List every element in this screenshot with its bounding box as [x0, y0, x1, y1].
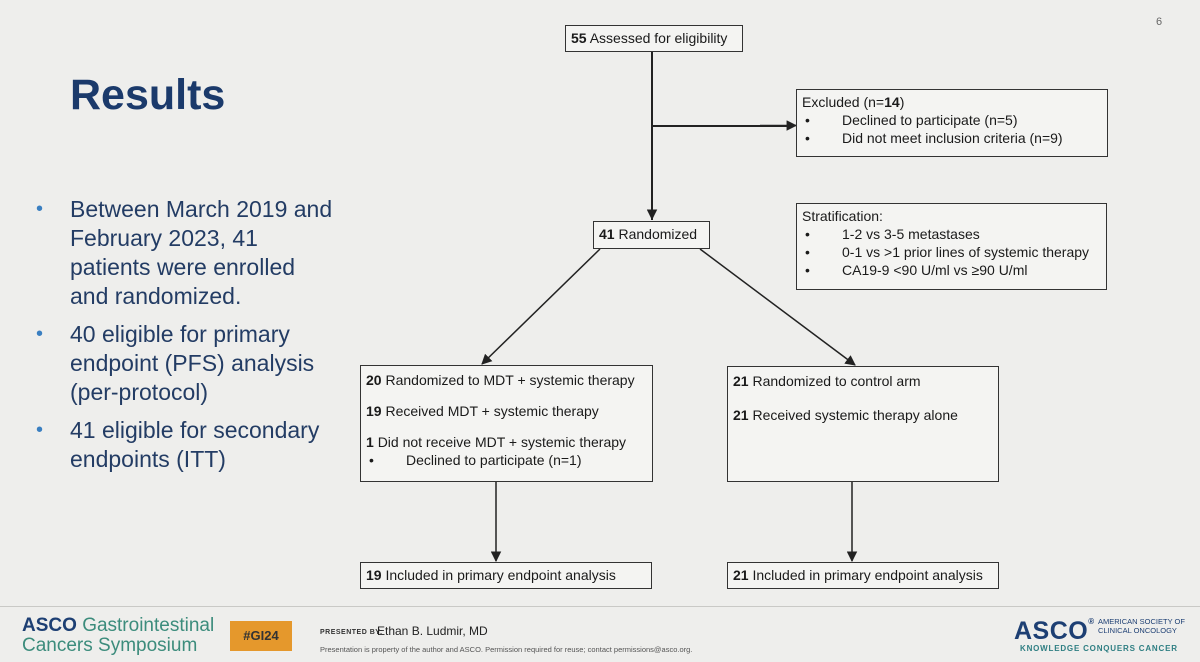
assessed-box: 55 Assessed for eligibility — [565, 25, 743, 52]
slide-number: 6 — [1156, 16, 1163, 28]
excluded-heading: Excluded (n=14) — [802, 94, 905, 110]
mdt-randomized-line: 20 Randomized to MDT + systemic therapy — [366, 372, 635, 388]
connector-line — [651, 125, 791, 127]
stratification-item: •0-1 vs >1 prior lines of systemic thera… — [805, 244, 1090, 260]
bullet-item: •40 eligible for primary endpoint (PFS) … — [36, 321, 315, 405]
excluded-item: •Declined to participate (n=5) — [805, 112, 1018, 128]
slide-title: Results — [70, 71, 226, 119]
bullet-icon: • — [36, 198, 44, 220]
asco-tagline: KNOWLEDGE CONQUERS CANCER — [1020, 644, 1178, 653]
footer-divider — [0, 606, 1200, 607]
bullet-icon: • — [36, 419, 44, 441]
bullet-item: •Between March 2019 and February 2023, 4… — [36, 196, 333, 309]
control-randomized-line: 21 Randomized to control arm — [733, 373, 921, 389]
randomized-box: 41 Randomized — [593, 221, 710, 249]
stratification-heading: Stratification: — [802, 208, 883, 224]
control-received-line: 21 Received systemic therapy alone — [733, 407, 958, 423]
presented-by-label: PRESENTED BY: — [320, 629, 383, 636]
stratification-item: •1-2 vs 3-5 metastases — [805, 226, 980, 242]
stratification-box: Stratification: •1-2 vs 3-5 metastases •… — [796, 203, 1107, 290]
presenter-name: Ethan B. Ludmir, MD — [377, 624, 488, 638]
mdt-analysis-box: 19 Included in primary endpoint analysis — [360, 562, 652, 589]
hashtag-badge: #GI24 — [230, 621, 292, 651]
bullet-item: •41 eligible for secondary endpoints (IT… — [36, 417, 320, 472]
bullet-icon: • — [36, 323, 44, 345]
asco-logo: ASCO® — [1014, 617, 1095, 645]
stratification-item: •CA19-9 <90 U/ml vs ≥90 U/ml — [805, 262, 1028, 278]
connector-line — [651, 50, 653, 220]
excluded-item: •Did not meet inclusion criteria (n=9) — [805, 130, 1063, 146]
arrow-to-mdt-arm — [481, 248, 601, 365]
excluded-box: Excluded (n=14) •Declined to participate… — [796, 89, 1108, 157]
mdt-not-received-line: 1 Did not receive MDT + systemic therapy — [366, 434, 627, 450]
mdt-arm-box: 20 Randomized to MDT + systemic therapy … — [360, 365, 653, 482]
mdt-received-line: 19 Received MDT + systemic therapy — [366, 403, 599, 419]
asco-gi-symposium-logo: ASCO Gastrointestinal Cancers Symposium — [22, 615, 215, 656]
mdt-not-received-reason: •Declined to participate (n=1) — [369, 452, 582, 468]
results-bullet-list: •Between March 2019 and February 2023, 4… — [36, 195, 336, 483]
control-analysis-box: 21 Included in primary endpoint analysis — [727, 562, 999, 589]
copyright-disclaimer: Presentation is property of the author a… — [320, 645, 693, 654]
asco-society-name: AMERICAN SOCIETY OF CLINICAL ONCOLOGY — [1098, 617, 1185, 635]
arrow-to-control-arm — [699, 248, 856, 366]
control-arm-box: 21 Randomized to control arm 21 Received… — [727, 366, 999, 482]
flow-arrows — [481, 120, 858, 563]
